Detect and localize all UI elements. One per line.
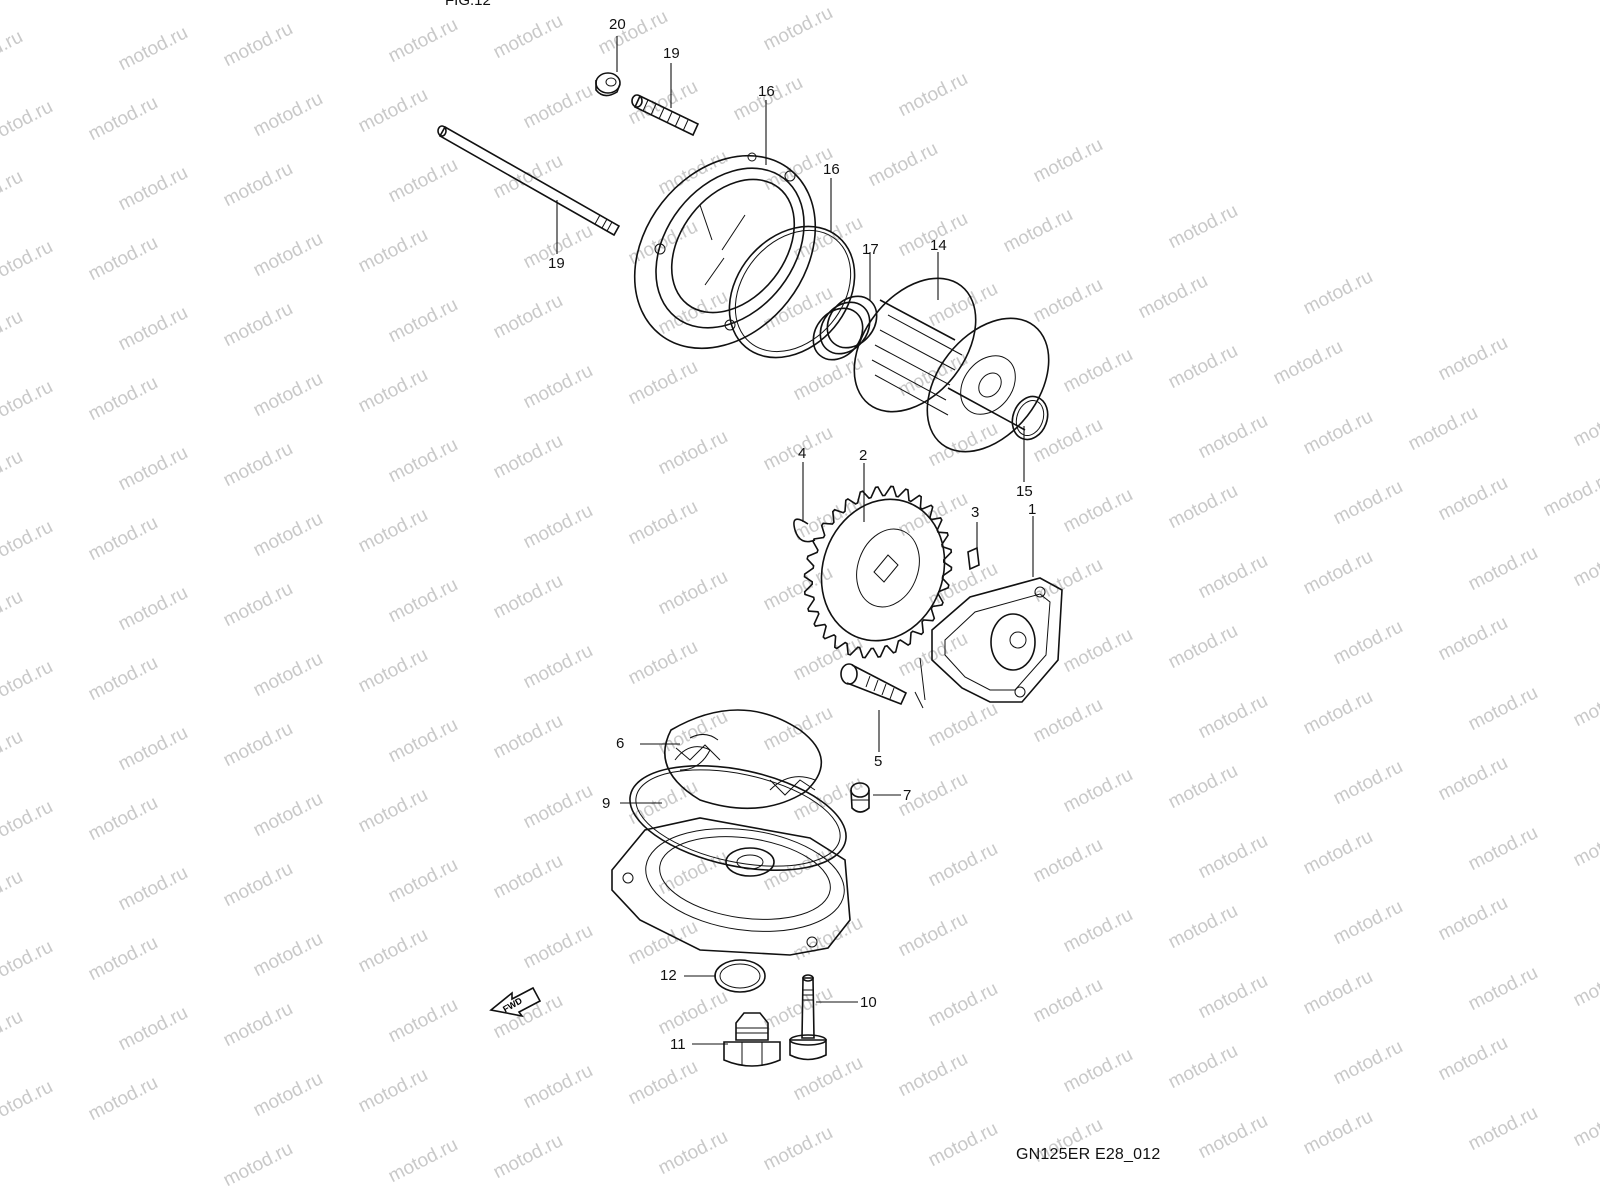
part-9-o-ring (629, 764, 847, 872)
callout-2: 2 (859, 447, 868, 464)
callout-18: 19 (663, 45, 680, 62)
callout-17: 17 (862, 241, 879, 258)
callout-11: 11 (670, 1036, 686, 1053)
part-17-spring (812, 295, 878, 361)
callout-4: 4 (798, 445, 807, 462)
callout-20: 20 (609, 16, 626, 33)
diagram-reference-code: GN125ER E28_012 (1016, 1146, 1161, 1163)
callout-3: 3 (971, 504, 980, 521)
part-6-gasket (663, 709, 823, 810)
part-1-oil-pump (931, 577, 1063, 703)
part-15-filter-cap (633, 152, 817, 350)
callout-7: 7 (903, 787, 912, 804)
part-13-oil-filter (853, 277, 1050, 453)
part-16-o-ring (728, 225, 856, 359)
callout-14: 15 (1016, 483, 1033, 500)
part-3-pin (967, 546, 980, 571)
callout-19: 19 (548, 255, 565, 272)
fwd-arrow-icon: FWD (489, 986, 542, 1018)
callout-12: 12 (660, 967, 677, 984)
callout-1: 1 (1028, 501, 1037, 518)
callout-16: 16 (823, 161, 840, 178)
leader-lines (556, 36, 1034, 1045)
part-7-plug-bolt (850, 782, 870, 813)
figure-title: FIG.12 (445, 0, 491, 9)
part-19-long-stud (437, 125, 621, 237)
part-cover-plate (611, 817, 851, 956)
callout-15: 16 (758, 83, 775, 100)
part-4-circlip (793, 518, 816, 543)
part-11-drain-plug (723, 1012, 781, 1067)
callout-9: 9 (602, 795, 611, 812)
callout-10: 10 (860, 994, 877, 1011)
callout-5: 5 (874, 753, 883, 770)
part-20-nut (595, 72, 621, 97)
part-14-small-o-ring (1011, 395, 1049, 441)
callout-6: 6 (616, 735, 625, 752)
part-5-pump-bolt (840, 657, 926, 709)
callout-13: 14 (930, 237, 947, 254)
part-2-pump-gear (803, 485, 953, 659)
part-10-drain-bolt (789, 974, 827, 1061)
part-18-stud (631, 94, 700, 137)
part-12-gasket-ring (714, 959, 766, 993)
